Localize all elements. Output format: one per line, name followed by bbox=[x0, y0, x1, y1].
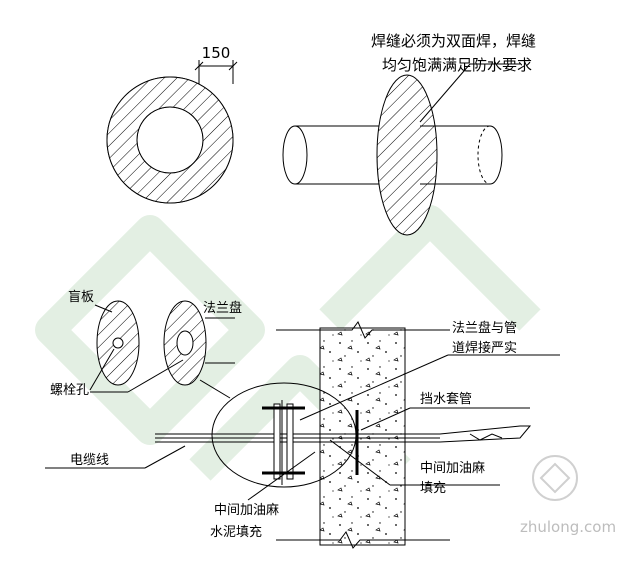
oil-hemp-line2: 填充 bbox=[420, 480, 446, 496]
blind-plate-label: 盲板 bbox=[68, 289, 94, 305]
flange-label: 法兰盘 bbox=[203, 300, 242, 316]
flange-pipe-weld-line2: 道焊接严实 bbox=[452, 340, 517, 356]
wall-break-lines bbox=[276, 321, 450, 549]
zhulong-logo bbox=[532, 455, 578, 501]
bolt-hole-leaders bbox=[89, 348, 184, 393]
flange-ring-hatch bbox=[106, 76, 234, 204]
pipe-with-flange-side-view bbox=[282, 74, 503, 236]
ring-width-dimension bbox=[194, 60, 238, 84]
flange-pipe-weld-leader bbox=[299, 354, 560, 421]
wall-section bbox=[319, 327, 406, 546]
cable-leader bbox=[45, 445, 186, 469]
dimension-label: 150 bbox=[202, 44, 231, 62]
weld-note-line1: 焊缝必须为双面焊，焊缝 bbox=[371, 32, 536, 50]
flange-pipe-weld-line1: 法兰盘与管 bbox=[452, 320, 517, 336]
detail-callout-ellipse bbox=[211, 382, 357, 488]
callout-leader bbox=[199, 379, 231, 399]
cable-label: 电缆线 bbox=[70, 452, 109, 468]
oil-hemp-leader bbox=[329, 439, 500, 486]
oil-hemp-cement-line2: 水泥填充 bbox=[210, 524, 262, 540]
cable-pipes bbox=[155, 425, 532, 443]
weld-note-line2: 均匀饱满满足防水要求 bbox=[382, 56, 532, 74]
flange-bolts bbox=[262, 400, 305, 485]
weld-note-leader bbox=[419, 63, 520, 123]
oil-hemp-cement-leader bbox=[247, 451, 316, 501]
watermark-site-text: zhulong.com bbox=[520, 518, 616, 536]
water-sleeve-leader bbox=[360, 407, 530, 431]
oil-hemp-cement-line1: 中间加油麻 bbox=[214, 503, 279, 518]
bolt-hole-label: 螺栓孔 bbox=[50, 383, 89, 398]
flange-plate bbox=[163, 300, 207, 386]
blind-plate bbox=[96, 300, 140, 386]
oil-hemp-line1: 中间加油麻 bbox=[420, 461, 485, 476]
blind-plate-leader bbox=[94, 304, 113, 313]
water-sleeve-label: 挡水套管 bbox=[420, 391, 472, 407]
